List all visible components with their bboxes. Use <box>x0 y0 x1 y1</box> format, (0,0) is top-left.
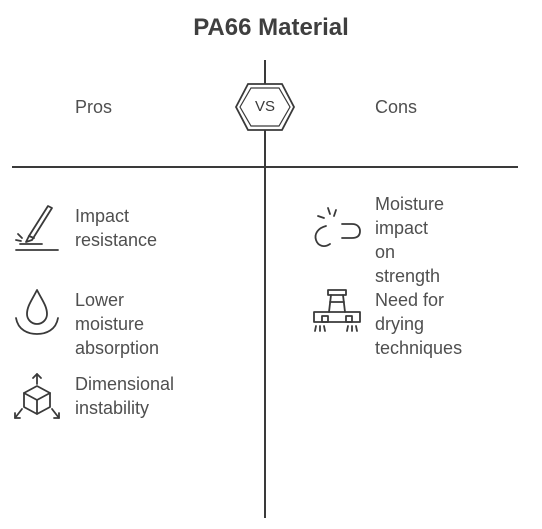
pros-item-line: Lower moisture <box>75 290 145 334</box>
vs-label: VS <box>254 98 275 115</box>
expanding-cube-icon <box>14 373 60 419</box>
broken-link-icon <box>314 207 361 247</box>
vertical-divider <box>264 60 266 518</box>
vs-badge-icon <box>234 83 296 131</box>
pros-item-line: Dimensional <box>75 374 175 394</box>
drying-machine-icon <box>313 289 361 332</box>
pros-heading: Pros <box>75 97 113 117</box>
horizontal-divider <box>12 166 518 168</box>
diagram-title: PA66 Material <box>193 14 349 41</box>
pros-item-line: Impact <box>75 206 130 226</box>
cons-item-line: impact on <box>375 218 429 262</box>
cons-item-line: Moisture <box>375 194 445 214</box>
cons-item-line: strength <box>375 266 441 286</box>
cons-item-line: techniques <box>375 338 463 358</box>
pros-item-line: instability <box>75 398 150 418</box>
water-drop-icon <box>15 289 59 335</box>
knife-cut-icon <box>15 205 59 251</box>
cons-item-line: Need for drying <box>375 290 445 334</box>
pros-item-line: absorption <box>75 338 160 358</box>
cons-heading: Cons <box>375 97 418 117</box>
pros-item-line: resistance <box>75 230 158 250</box>
